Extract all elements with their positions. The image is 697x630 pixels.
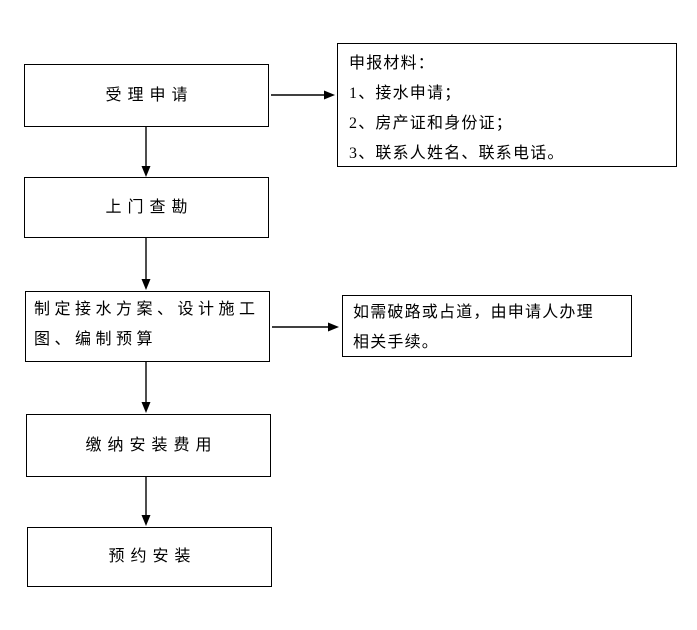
flow-step-accept-application: 受理申请 xyxy=(24,64,269,127)
note-line: 相关手续。 xyxy=(353,334,440,351)
arrow-step3-to-note2 xyxy=(272,322,339,332)
flow-step-label: 缴纳安装费用 xyxy=(85,436,218,454)
flow-step-label-line: 图、编制预算 xyxy=(34,331,158,348)
note-line: 3、联系人姓名、联系电话。 xyxy=(349,145,565,162)
arrow-step1-to-note1 xyxy=(271,90,335,100)
flow-step-label-line: 制定接水方案、设计施工 xyxy=(34,301,260,318)
arrow-step2-to-step3 xyxy=(141,238,151,290)
flow-step-make-plan: 制定接水方案、设计施工 图、编制预算 xyxy=(25,291,270,362)
flow-step-schedule-installation: 预约安装 xyxy=(27,527,272,587)
flow-step-label: 上门查勘 xyxy=(105,198,194,216)
arrow-step1-to-step2 xyxy=(141,127,151,177)
note-road-occupation: 如需破路或占道，由申请人办理 相关手续。 xyxy=(342,295,632,357)
flow-step-label: 预约安装 xyxy=(108,548,197,565)
note-line: 申报材料： xyxy=(349,55,436,72)
flow-step-label: 受理申请 xyxy=(105,86,194,104)
note-line: 2、房产证和身份证； xyxy=(349,115,514,132)
note-application-materials: 申报材料： 1、接水申请； 2、房产证和身份证； 3、联系人姓名、联系电话。 xyxy=(337,43,677,167)
note-line: 如需破路或占道，由申请人办理 xyxy=(353,304,594,321)
arrow-step3-to-step4 xyxy=(141,362,151,413)
flow-step-pay-installation-fee: 缴纳安装费用 xyxy=(26,414,271,477)
flow-step-onsite-survey: 上门查勘 xyxy=(24,177,269,238)
note-line: 1、接水申请； xyxy=(349,85,462,102)
arrow-step4-to-step5 xyxy=(141,477,151,526)
